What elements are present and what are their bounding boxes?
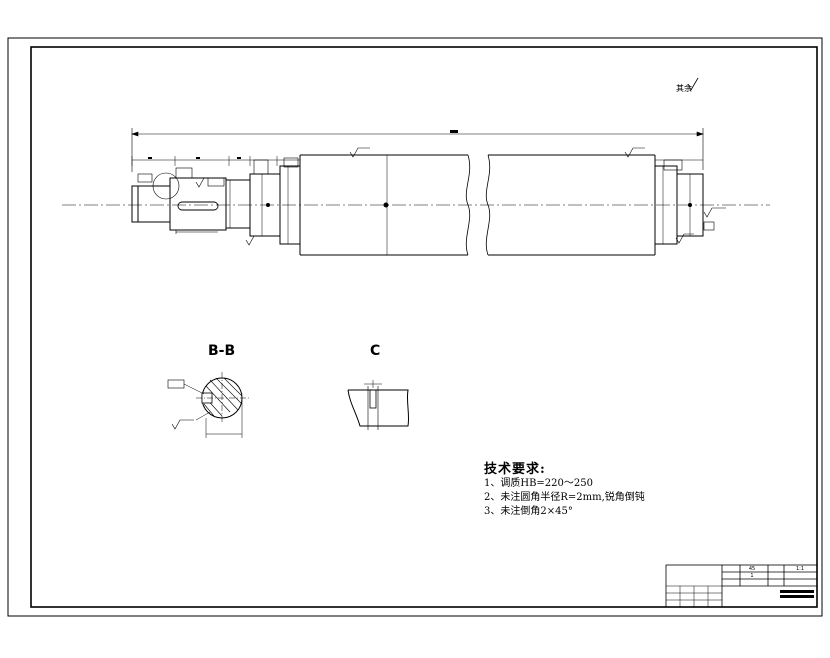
title-block xyxy=(665,564,818,608)
title-block-material: 45 xyxy=(749,566,755,572)
outer-border xyxy=(7,37,823,617)
requirement-item: 3、未注倒角2×45° xyxy=(484,506,573,517)
title-block-quantity: 1 xyxy=(750,573,753,579)
section-bb-view xyxy=(167,372,250,438)
section-bb-title: B-B xyxy=(208,343,236,359)
overall-length-dimension xyxy=(131,128,704,172)
default-roughness-label: 其余 xyxy=(676,83,692,93)
inner-frame xyxy=(30,46,818,608)
shaft-body xyxy=(131,154,704,256)
technical-requirements-title: 技术要求: xyxy=(484,462,546,477)
surface-finish-marks xyxy=(175,147,726,246)
detail-c-marker xyxy=(152,172,180,200)
tolerance-frames xyxy=(137,157,715,231)
detail-c-view xyxy=(347,380,410,430)
detail-c-title: C xyxy=(370,343,381,359)
title-block-scale: 1:1 xyxy=(796,566,804,572)
default-roughness-symbol xyxy=(687,77,699,91)
requirement-item: 2、未注圆角半径R=2mm,锐角倒钝 xyxy=(484,492,645,503)
requirement-item: 1、调质HB=220～250 xyxy=(484,478,593,489)
step-dimensions xyxy=(131,156,703,166)
technical-requirements: 技术要求: 1、调质HB=220～250 2、未注圆角半径R=2mm,锐角倒钝 … xyxy=(484,458,645,519)
